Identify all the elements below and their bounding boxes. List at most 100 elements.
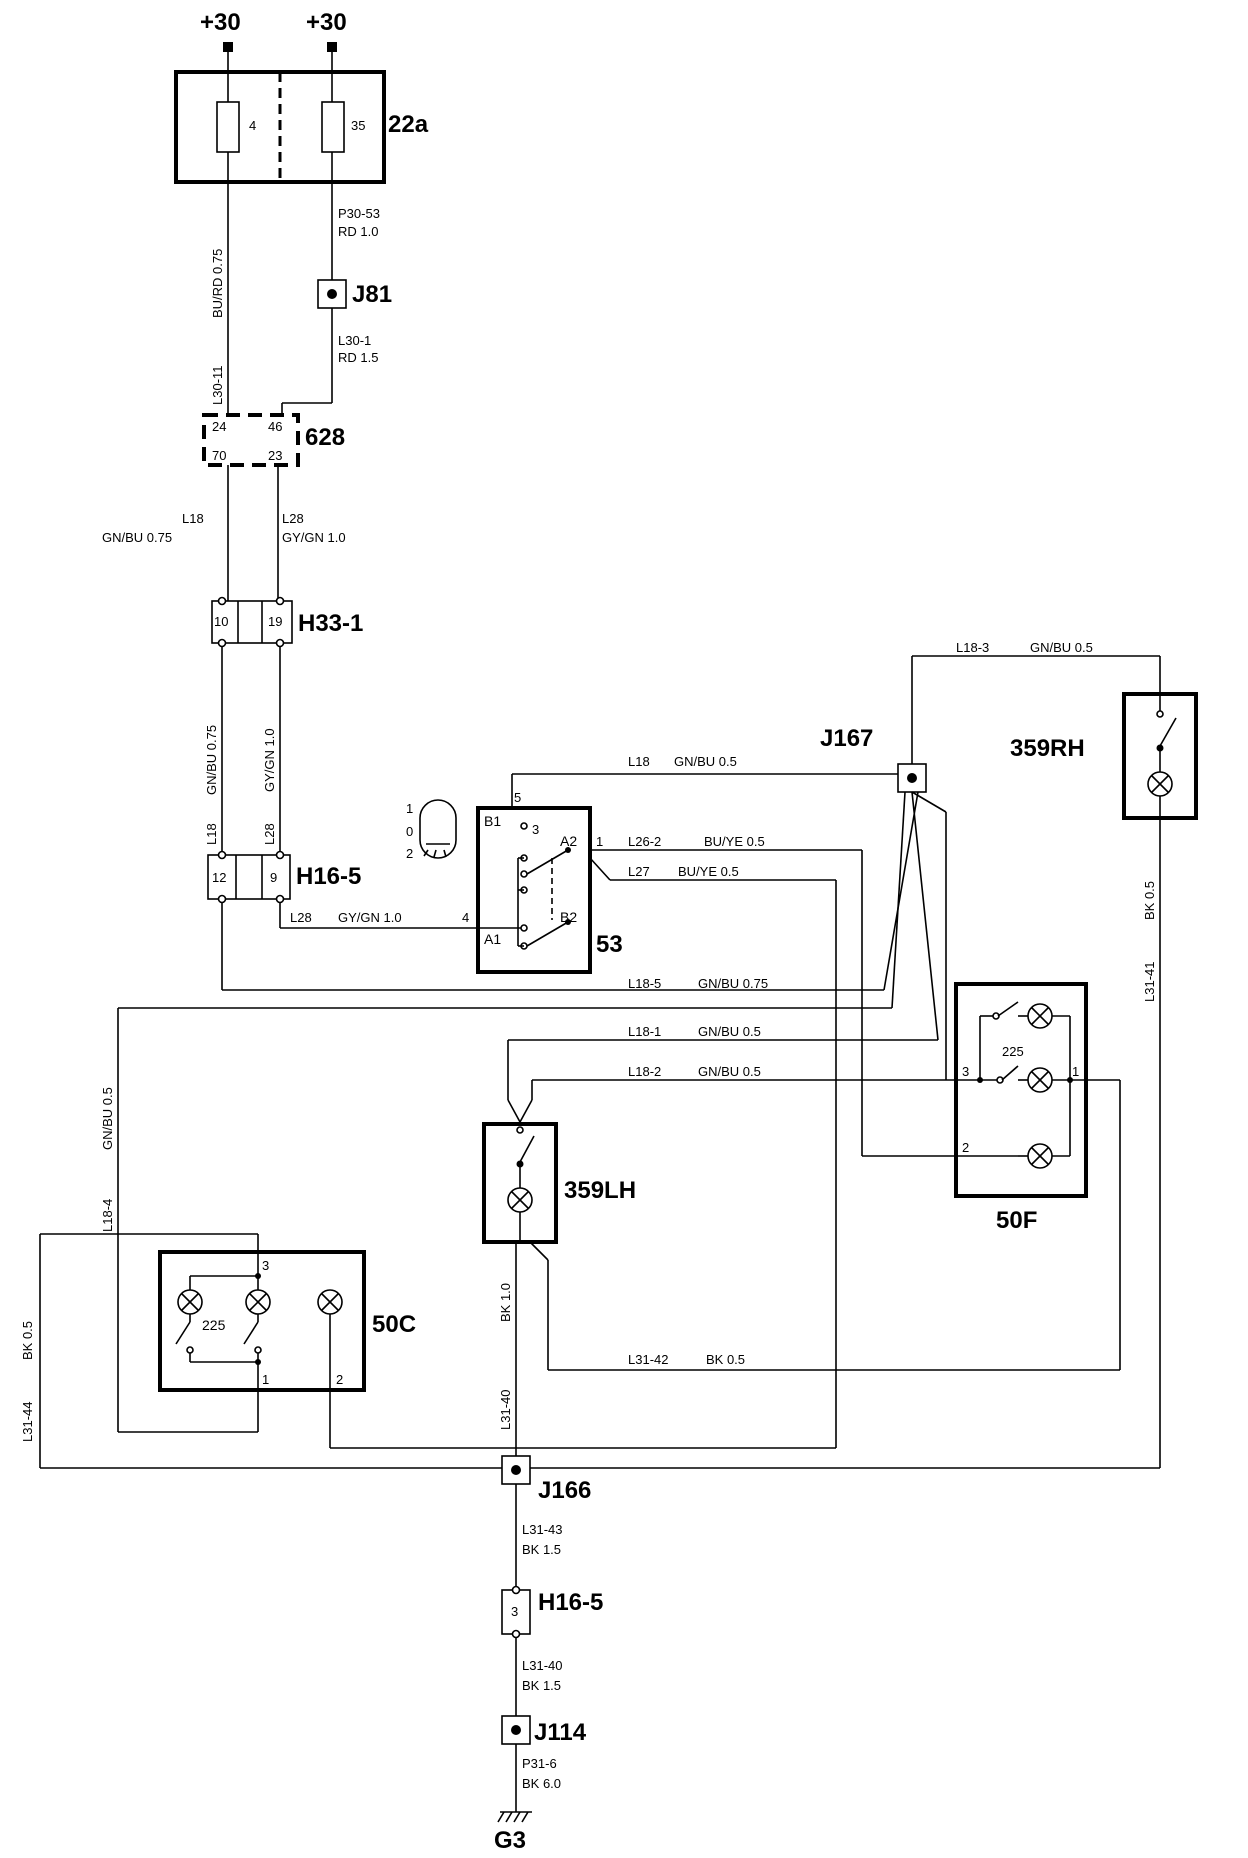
supply-terminal-right [327,42,337,52]
50f-pin-1: 1 [1072,1064,1079,1079]
wire-bk05-rh: BK 0.5 [1142,881,1157,920]
wire-l30-11: L30-11 [210,365,225,405]
light-switch-53: 5 B1 A2 A1 B2 1 3 [476,790,603,974]
50c-pin-2: 2 [336,1372,343,1387]
wire-l26-2-color: BU/YE 0.5 [704,834,765,849]
lamp-unit-50f: 3 1 2 225 [954,982,1088,1198]
wire-l31-44: L31-44 [20,1402,35,1442]
50f-pin-2: 2 [962,1140,969,1155]
50c-pin-3: 3 [262,1258,269,1273]
svg-text:0: 0 [406,824,413,839]
headlight-switch-icon: 1 0 2 [406,799,457,861]
50f-225: 225 [1002,1044,1024,1059]
wire-l18-3-color: GN/BU 0.5 [1030,640,1093,655]
lamp-unit-50f-label: 50F [996,1207,1037,1234]
wire-l28-h: L28 [290,910,312,925]
supply-label-right: +30 [306,9,347,36]
lamp-359lh-label: 359LH [564,1177,636,1204]
50f-pin-3: 3 [962,1064,969,1079]
h33-pin-10: 10 [214,614,228,629]
lamp-359rh [1122,692,1198,820]
j114-label: J114 [534,1719,587,1746]
lamp-359rh-label: 359RH [1010,735,1085,762]
wire-bu-rd: BU/RD 0.75 [210,249,225,318]
wire-l18-3: L18-3 [956,640,989,655]
fuse-35-label: 35 [351,118,365,133]
wire-l31-42: L31-42 [628,1352,668,1367]
ground-g3-label: G3 [494,1827,526,1854]
wire-bk15-b: BK 1.5 [522,1678,561,1693]
wire-l28-v: L28 [262,823,277,845]
wire-rd10: RD 1.0 [338,224,378,239]
wire-p30-53: P30-53 [338,206,380,221]
supply-label-left: +30 [200,9,241,36]
h16-pin-3: 3 [511,1604,518,1619]
wire-gygn10-v: GY/GN 1.0 [262,728,277,792]
h33-pin-19: 19 [268,614,282,629]
50c-225: 225 [202,1317,226,1333]
wire-rd15: RD 1.5 [338,350,378,365]
wire-l31-40b: L31-40 [522,1658,562,1673]
h16-pin-12: 12 [212,870,226,885]
splice-j114 [501,1715,531,1745]
wire-p31-6: P31-6 [522,1756,557,1771]
switch-53-label: 53 [596,931,623,958]
wire-l18-5: L18-5 [628,976,661,991]
wire-bk05-44: BK 0.5 [20,1321,35,1360]
connector-h16-5-top: 12 9 [207,850,291,904]
wire-l26-2: L26-2 [628,834,661,849]
lamp-unit-50c: 3 1 2 225 [158,1234,366,1392]
supply-terminal-left [223,42,233,52]
switch-pin-4: 4 [462,910,469,925]
h16-pin-9: 9 [270,870,277,885]
switch-a1: A1 [484,931,501,947]
connector-628: 24 46 70 23 [202,413,300,467]
wire-l18-v: L18 [204,823,219,845]
switch-pin-1: 1 [596,834,603,849]
wire-bk60: BK 6.0 [522,1776,561,1791]
svg-text:2: 2 [406,846,413,861]
wire-l31-41: L31-41 [1142,962,1157,1002]
wire-bk15-a: BK 1.5 [522,1542,561,1557]
switch-b2: B2 [560,909,577,925]
pin-24: 24 [212,419,226,434]
switch-a2: A2 [560,833,577,849]
pin-23: 23 [268,448,282,463]
fuse-box-label: 22a [388,111,429,138]
h16-top-label: H16-5 [296,863,361,890]
pin-46: 46 [268,419,282,434]
wire-l27: L27 [628,864,650,879]
h16-bottom-label: H16-5 [538,1589,603,1616]
j81-label: J81 [352,281,392,308]
wire-l18-2-color: GN/BU 0.5 [698,1064,761,1079]
wire-l18-5-color: GN/BU 0.75 [698,976,768,991]
wire-l30-1: L30-1 [338,333,371,348]
wire-l31-40: L31-40 [498,1390,513,1430]
wire-l27-color: BU/YE 0.5 [678,864,739,879]
wire-l18-1: L18-1 [628,1024,661,1039]
wire-bk10: BK 1.0 [498,1283,513,1322]
wire-gnbu05-v: GN/BU 0.5 [100,1087,115,1150]
lamp-unit-50c-label: 50C [372,1311,416,1338]
pin-70: 70 [212,448,226,463]
wire-l18-top: L18 [628,754,650,769]
wire-gnbu075-a: GN/BU 0.75 [102,530,172,545]
wire-l31-43: L31-43 [522,1522,562,1537]
svg-text:3: 3 [532,822,539,837]
connector-h33-1: 10 19 [211,596,293,648]
connector-h16-5-bottom: 3 [501,1585,531,1639]
wire-l18-4: L18-4 [100,1199,115,1232]
wire-l18-2: L18-2 [628,1064,661,1079]
j166-label: J166 [538,1477,591,1504]
connector-628-label: 628 [305,424,345,451]
j167-label: J167 [820,725,873,752]
wire-gygn10-a: GY/GN 1.0 [282,530,346,545]
wire-l28-a: L28 [282,511,304,526]
switch-b1: B1 [484,813,501,829]
switch-pin-5: 5 [514,790,521,805]
svg-text:1: 1 [406,801,413,816]
h33-label: H33-1 [298,610,363,637]
wire-l18-top-color: GN/BU 0.5 [674,754,737,769]
fuse-4-label: 4 [249,118,256,133]
